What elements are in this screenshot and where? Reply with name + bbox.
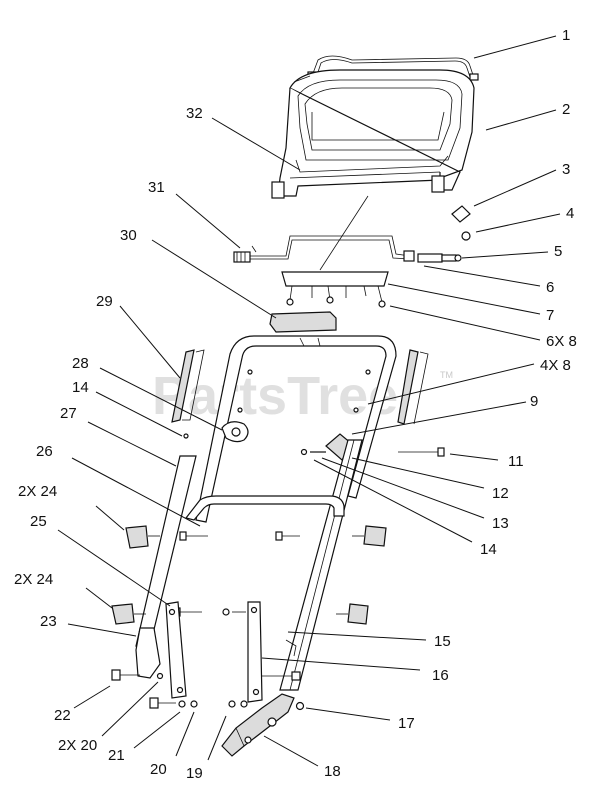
callout-4x8: 4X 8 [540, 357, 571, 374]
knob-upper-right-part [352, 525, 387, 547]
callout-22: 22 [54, 707, 71, 724]
callout-11: 11 [508, 453, 524, 470]
callout-6x8: 6X 8 [546, 333, 577, 350]
screws-part [183, 369, 371, 439]
knob-upper-left-part [125, 525, 160, 549]
callout-29: 29 [96, 293, 113, 310]
deck-bracket-part [221, 693, 295, 757]
callout-25: 25 [30, 513, 47, 530]
watermark-text: PartsTree [152, 366, 398, 426]
callout-1: 1 [562, 27, 570, 44]
side-strip-left-part [171, 349, 205, 423]
callout-30: 30 [120, 227, 137, 244]
bracket-part [281, 271, 389, 308]
watermark-tm: TM [440, 370, 453, 380]
callout-2x24-lower: 2X 24 [14, 571, 53, 588]
callout-19: 19 [186, 765, 203, 782]
callout-32: 32 [186, 105, 203, 122]
knob-lower-right-part [336, 603, 369, 625]
callout-13: 13 [492, 515, 509, 532]
lower-handle-right-part [279, 439, 363, 691]
callout-31: 31 [148, 179, 165, 196]
callout-9: 9 [530, 393, 538, 410]
nut-part [461, 231, 471, 241]
crossbar-part [184, 495, 345, 521]
callout-28: 28 [72, 355, 89, 372]
callout-2: 2 [562, 101, 570, 118]
lower-handle-left-part [135, 455, 197, 679]
callout-2x24-upper: 2X 24 [18, 483, 57, 500]
callout-7: 7 [546, 307, 554, 324]
callout-4: 4 [566, 205, 574, 222]
callout-5: 5 [554, 243, 562, 260]
callout-2x20: 2X 20 [58, 737, 97, 754]
callout-23: 23 [40, 613, 57, 630]
bolt-lower-part [173, 607, 246, 617]
callout-18: 18 [324, 763, 341, 780]
knob-lower-left-part [111, 603, 146, 625]
callout-3: 3 [562, 161, 570, 178]
catcher-frame-part [271, 69, 475, 199]
callout-16: 16 [432, 667, 449, 684]
link-plate-right-part [247, 601, 297, 703]
link-plate-left-part [165, 601, 187, 699]
control-bail-part [233, 235, 415, 263]
callout-12: 12 [492, 485, 509, 502]
hardware-left-part [111, 669, 198, 709]
cable-clip-part [221, 421, 249, 443]
callout-21: 21 [108, 747, 125, 764]
side-strip-right-part [397, 349, 429, 425]
callout-14-right: 14 [480, 541, 497, 558]
callout-26: 26 [36, 443, 53, 460]
hardware-right-part [228, 671, 305, 711]
callout-6: 6 [546, 279, 554, 296]
cap-part [269, 311, 337, 333]
callout-20: 20 [150, 761, 167, 778]
callout-27: 27 [60, 405, 77, 422]
callout-14-left: 14 [72, 379, 89, 396]
bolt-upper-part [179, 531, 300, 541]
callout-15: 15 [434, 633, 451, 650]
cable-part [417, 253, 462, 263]
clip-part [451, 205, 471, 223]
callout-17: 17 [398, 715, 415, 732]
long-bolt-part [398, 447, 445, 457]
